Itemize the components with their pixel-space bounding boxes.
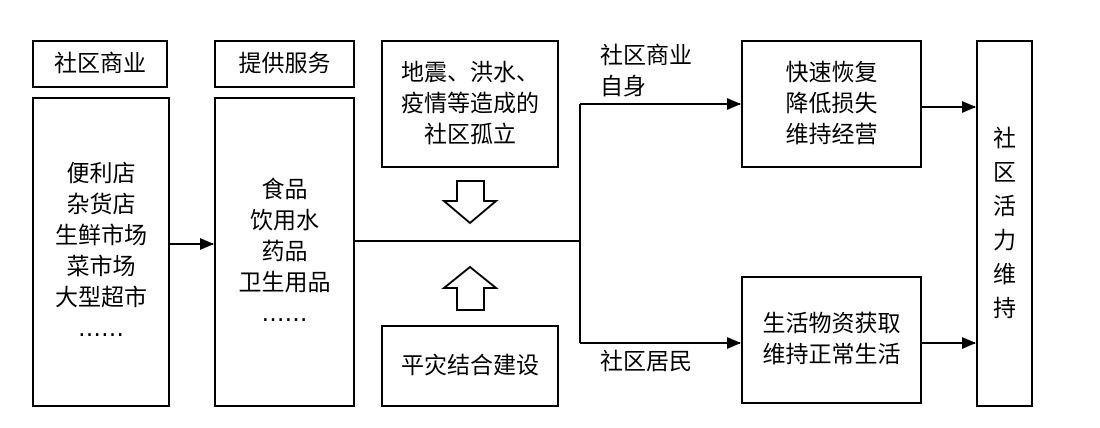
disaster-integration-box: 平灾结合建设 xyxy=(381,325,559,407)
isolation-cause-box: 地震、洪水、 疫情等造成的 社区孤立 xyxy=(381,40,559,168)
community-vitality-char: 维 xyxy=(993,261,1016,288)
hollow-arrow-down xyxy=(441,180,499,225)
header-community-business: 社区商业 xyxy=(32,40,168,88)
community-vitality-char: 社 xyxy=(993,125,1016,152)
resident-outcome-line: 维持正常生活 xyxy=(762,342,901,368)
store-type-item: 杂货店 xyxy=(66,192,136,218)
business-outcome-line: 降低损失 xyxy=(785,90,878,117)
business-outcome-line: 快速恢复 xyxy=(785,59,878,86)
service-item: 药品 xyxy=(261,238,308,265)
store-type-item: 菜市场 xyxy=(66,254,136,280)
branch-label-business-self: 社区商业 自身 xyxy=(600,41,692,103)
services-box: 食品 饮用水 药品 卫生用品 …… xyxy=(214,97,355,407)
header-provide-services: 提供服务 xyxy=(214,40,355,88)
service-item: 饮用水 xyxy=(250,207,319,234)
header-provide-services-text: 提供服务 xyxy=(238,50,331,77)
business-outcome-line: 维持经营 xyxy=(785,121,878,148)
disaster-integration-text: 平灾结合建设 xyxy=(401,352,539,379)
community-vitality-char: 力 xyxy=(993,227,1016,254)
store-type-item: 大型超市 xyxy=(55,285,147,311)
isolation-cause-line: 社区孤立 xyxy=(424,121,516,148)
store-type-item: 生鲜市场 xyxy=(55,223,147,249)
community-vitality-char: 持 xyxy=(993,295,1016,322)
branch-label-residents: 社区居民 xyxy=(600,347,692,378)
hollow-arrow-up xyxy=(441,265,499,311)
store-type-ellipsis: …… xyxy=(78,316,124,342)
community-vitality-char: 区 xyxy=(993,159,1016,186)
business-outcome-box: 快速恢复 降低损失 维持经营 xyxy=(741,40,922,168)
header-community-business-text: 社区商业 xyxy=(54,50,146,77)
store-types-box: 便利店 杂货店 生鲜市场 菜市场 大型超市 …… xyxy=(32,97,170,407)
service-ellipsis: …… xyxy=(261,300,308,327)
community-vitality-char: 活 xyxy=(993,193,1016,220)
branch-label-residents-text: 社区居民 xyxy=(600,349,692,375)
branch-label-line: 自身 xyxy=(600,74,646,100)
resident-outcome-box: 生活物资获取 维持正常生活 xyxy=(741,276,922,404)
service-item: 卫生用品 xyxy=(238,269,331,296)
store-type-item: 便利店 xyxy=(66,161,136,187)
isolation-cause-line: 地震、洪水、 xyxy=(401,59,539,86)
resident-outcome-line: 生活物资获取 xyxy=(762,311,901,337)
branch-label-line: 社区商业 xyxy=(600,43,692,69)
community-vitality-box: 社 区 活 力 维 持 xyxy=(976,40,1033,407)
isolation-cause-line: 疫情等造成的 xyxy=(401,90,539,117)
service-item: 食品 xyxy=(261,176,308,203)
